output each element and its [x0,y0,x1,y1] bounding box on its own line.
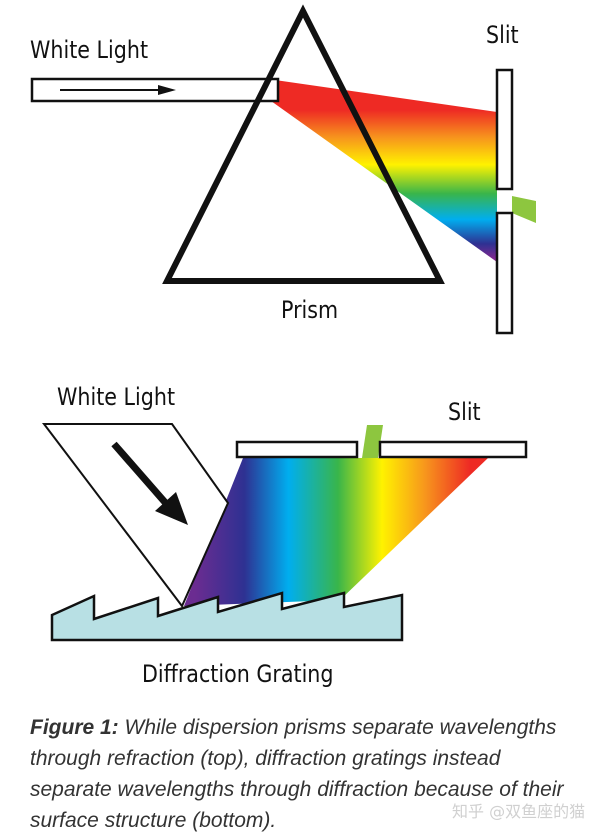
prism-slit-output-beam [512,196,536,223]
prism-label: Prism [281,297,338,325]
incident-arrow-head [155,492,188,525]
bottom-white-light-label: White Light [57,384,175,412]
incident-light-band [41,423,230,608]
diffraction-grating [50,591,404,642]
diffraction-grating-label: Diffraction Grating [142,661,333,689]
figure-number: Figure 1: [30,716,119,739]
prism-spectrum-fan [264,80,497,262]
top-white-light-label: White Light [30,37,148,65]
beam-arrow-head [158,85,176,95]
grating-spectrum-fan [184,458,488,606]
dispersion-diagram: White Light Prism Slit White Light Slit … [30,4,536,689]
grating-slit-left-bar [235,440,359,459]
prism-slit-upper-bar [495,68,514,191]
grating-diagram: White Light Slit Diffraction Grating [41,384,528,689]
prism-slit-lower-bar [495,211,514,335]
caption-text: While dispersion prisms separate wavelen… [30,716,564,832]
watermark: 知乎 @双鱼座的猫 [452,802,586,821]
prism-diagram: White Light Prism Slit [30,4,536,335]
incident-arrow [111,441,173,511]
grating-slit-right-bar [378,440,528,459]
bottom-slit-label: Slit [448,399,481,427]
figure-caption: Figure 1: While dispersion prisms separa… [30,712,580,836]
top-slit-label: Slit [486,22,519,50]
prism-shape [162,4,445,284]
grating-slit-output-beam [362,425,383,458]
